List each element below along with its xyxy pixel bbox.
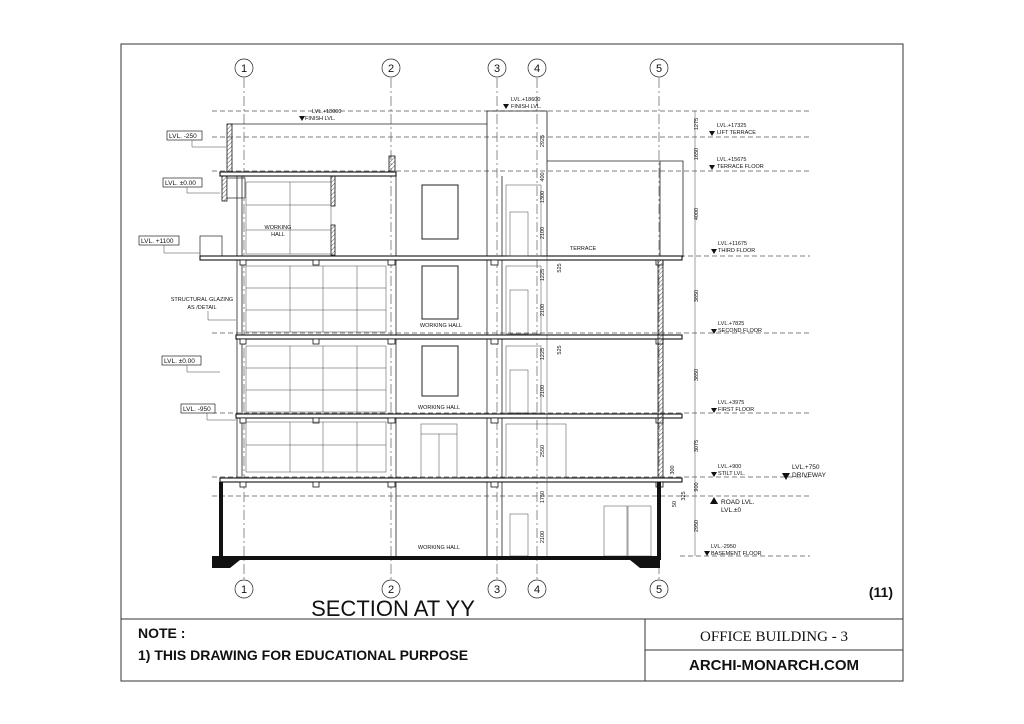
room-label: HALL [271,232,285,238]
svg-text:1275: 1275 [694,118,700,130]
svg-text:LVL.+17325: LVL.+17325 [717,123,746,129]
grid-axes [243,78,660,580]
right-level-tags: LVL.+18000 FINISH LVL. LVL.+18600 FINISH… [299,97,827,557]
grid-label: 4 [534,63,540,75]
grid-label: 1 [241,584,247,596]
svg-text:BASEMENT FLOOR: BASEMENT FLOOR [711,551,762,557]
svg-text:THIRD FLOOR: THIRD FLOOR [718,248,755,254]
svg-text:FINISH LVL.: FINISH LVL. [305,116,336,122]
drawing-title: SECTION AT YY [311,596,475,621]
grid-label: 5 [656,63,662,75]
svg-text:LIFT TERRACE: LIFT TERRACE [717,130,756,136]
grid-label: 1 [241,63,247,75]
svg-text:2550: 2550 [540,445,546,457]
svg-text:325: 325 [681,491,687,500]
svg-text:2925: 2925 [540,135,546,147]
room-label: WORKING HALL [418,405,460,411]
svg-text:LVL. +1100: LVL. +1100 [141,238,174,245]
svg-text:FIRST FLOOR: FIRST FLOOR [718,407,754,413]
svg-text:1225: 1225 [540,348,546,360]
note-heading: NOTE : [138,625,185,641]
room-labels: WORKING HALL TERRACE WORKING HALL WORKIN… [265,225,597,551]
grid-label: 2 [388,584,394,596]
svg-text:LVL.+18600: LVL.+18600 [511,97,540,103]
svg-text:LVL.+11675: LVL.+11675 [718,241,747,247]
svg-text:LVL.±0: LVL.±0 [721,507,741,514]
grid-label: 3 [494,63,500,75]
svg-text:LVL. -250: LVL. -250 [169,133,197,140]
grid-label: 3 [494,584,500,596]
grid-label: 4 [534,584,540,596]
building-section [199,110,684,568]
svg-text:3075: 3075 [694,440,700,452]
svg-text:1225: 1225 [540,269,546,281]
project-name: OFFICE BUILDING - 3 [700,629,848,645]
svg-text:STRUCTURAL GLAZING: STRUCTURAL GLAZING [171,297,233,303]
svg-text:2100: 2100 [540,385,546,397]
svg-text:400: 400 [540,172,546,181]
grid-label: 5 [656,584,662,596]
svg-text:LVL.+7825: LVL.+7825 [718,321,744,327]
svg-text:1750: 1750 [540,491,546,503]
inner-dimensions: 2925 400 1300 2100 1225 525 2100 1225 52… [540,111,687,556]
svg-text:SECOND FLOOR: SECOND FLOOR [718,328,762,334]
svg-text:3850: 3850 [694,290,700,302]
svg-text:2100: 2100 [540,304,546,316]
svg-text:300: 300 [670,465,676,474]
svg-text:LVL. ±0.00: LVL. ±0.00 [165,180,196,187]
dimension-chain: 1275 1650 4000 3850 3850 3075 900 2950 [694,111,700,556]
room-label: TERRACE [570,246,597,252]
note-line: 1) THIS DRAWING FOR EDUCATIONAL PURPOSE [138,647,468,663]
svg-text:3850: 3850 [694,369,700,381]
website-label: ARCHI-MONARCH.COM [689,657,859,674]
svg-text:1650: 1650 [694,148,700,160]
sheet-number: (11) [869,584,893,600]
svg-text:ROAD LVL.: ROAD LVL. [721,499,755,506]
svg-text:STILT LVL.: STILT LVL. [718,471,745,477]
grid-bubbles-top: 1 2 3 4 5 [234,58,669,78]
svg-text:900: 900 [694,482,700,491]
left-level-tags: LVL. -250 LVL. ±0.00 LVL. +1100 STRUCTUR… [138,130,236,421]
svg-text:4000: 4000 [694,208,700,220]
svg-text:LVL.+750: LVL.+750 [792,464,820,471]
svg-text:AS /DETAIL: AS /DETAIL [187,305,216,311]
svg-text:LVL.+18000: LVL.+18000 [312,109,341,115]
svg-text:LVL.+15675: LVL.+15675 [717,157,746,163]
room-label: WORKING HALL [420,323,462,329]
svg-text:LVL.+3975: LVL.+3975 [718,400,744,406]
grid-label: 2 [388,63,394,75]
svg-text:DRIVEWAY: DRIVEWAY [792,472,827,479]
room-label: WORKING HALL [418,545,460,551]
svg-text:FINISH LVL.: FINISH LVL. [511,104,542,110]
room-label: WORKING [265,225,292,231]
svg-text:525: 525 [557,263,563,272]
svg-text:LVL. -950: LVL. -950 [183,406,211,413]
svg-text:LVL. ±0.00: LVL. ±0.00 [164,358,195,365]
svg-text:LVL.-2950: LVL.-2950 [711,544,736,550]
svg-text:2100: 2100 [540,531,546,543]
sheet-border [120,43,904,682]
svg-text:2100: 2100 [540,227,546,239]
svg-text:TERRACE FLOOR: TERRACE FLOOR [717,164,764,170]
svg-text:525: 525 [557,345,563,354]
grid-bubbles-bottom: 1 2 3 4 5 [234,579,669,599]
svg-text:2950: 2950 [694,520,700,532]
svg-text:LVL.+900: LVL.+900 [718,464,741,470]
svg-text:1300: 1300 [540,191,546,203]
svg-text:50: 50 [672,501,678,507]
